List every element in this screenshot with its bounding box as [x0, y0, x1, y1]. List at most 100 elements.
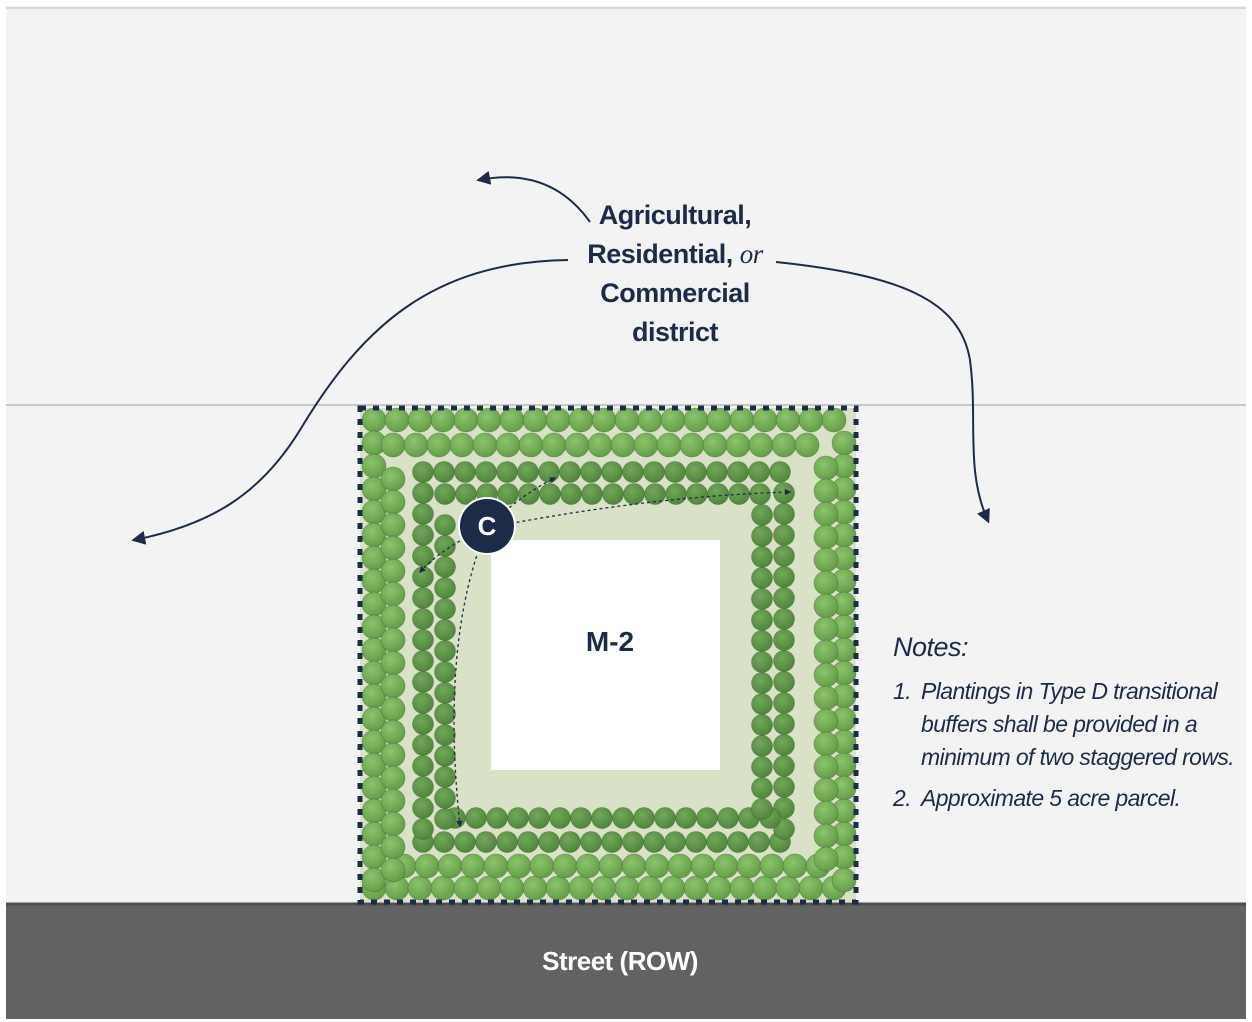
tree — [380, 834, 406, 860]
tree — [545, 875, 571, 901]
tree — [453, 875, 479, 901]
tree — [643, 461, 665, 483]
tree — [434, 703, 456, 725]
tree — [775, 407, 801, 433]
tree — [433, 461, 455, 483]
tree — [559, 831, 581, 853]
tree — [483, 853, 509, 879]
tree — [380, 765, 406, 791]
tree — [407, 875, 433, 901]
tree — [380, 558, 406, 584]
tree — [412, 755, 434, 777]
tree — [434, 514, 456, 536]
tree — [434, 682, 456, 704]
tree — [773, 692, 795, 714]
tree — [660, 407, 686, 433]
tree — [798, 875, 824, 901]
note-text: Approximate 5 acre parcel. — [921, 785, 1181, 811]
buffer-width-arrow-east — [486, 488, 792, 529]
note-item: 1. Plantings in Type D transitional buff… — [893, 675, 1243, 774]
note-item: 2. Approximate 5 acre parcel. — [893, 782, 1243, 815]
tree — [813, 846, 839, 872]
tree — [623, 483, 645, 505]
tree — [633, 807, 655, 829]
tree — [751, 546, 773, 568]
tree — [434, 556, 456, 578]
tree — [621, 853, 647, 879]
tree — [813, 616, 839, 642]
tree — [751, 504, 773, 526]
tree — [736, 853, 762, 879]
tree — [529, 853, 555, 879]
tree — [430, 407, 456, 433]
tree — [751, 609, 773, 631]
tree — [434, 661, 456, 683]
tree — [702, 432, 728, 458]
tree — [412, 608, 434, 630]
tree — [612, 807, 634, 829]
tree — [713, 853, 739, 879]
tree — [773, 713, 795, 735]
tree — [380, 742, 406, 768]
buffer-width-arrow-south — [453, 527, 488, 828]
tree — [522, 407, 548, 433]
tree — [517, 461, 539, 483]
tree — [813, 570, 839, 596]
tree — [587, 432, 613, 458]
tree — [380, 811, 406, 837]
tree — [412, 734, 434, 756]
tree — [499, 875, 525, 901]
tree — [384, 407, 410, 433]
tree — [614, 407, 640, 433]
tree — [751, 735, 773, 757]
tree — [773, 566, 795, 588]
tree — [771, 432, 797, 458]
tree — [434, 619, 456, 641]
tree — [633, 432, 659, 458]
tree — [679, 432, 705, 458]
adjacent-district-label: Agricultural, Residential, or Commercial… — [560, 196, 790, 352]
tree — [813, 478, 839, 504]
tree — [476, 875, 502, 901]
tree — [686, 483, 708, 505]
tree — [380, 627, 406, 653]
tree — [412, 671, 434, 693]
tree — [751, 714, 773, 736]
tree — [751, 525, 773, 547]
tree — [380, 432, 406, 458]
tree — [717, 807, 739, 829]
tree — [601, 831, 623, 853]
tree — [591, 807, 613, 829]
tree — [412, 650, 434, 672]
tree — [522, 875, 548, 901]
street-row — [6, 904, 1246, 1019]
tree — [773, 524, 795, 546]
tree — [495, 432, 521, 458]
tree — [729, 407, 755, 433]
tree — [598, 853, 624, 879]
tree — [591, 875, 617, 901]
tree — [559, 461, 581, 483]
tree — [412, 566, 434, 588]
tree — [782, 853, 808, 879]
tree — [752, 875, 778, 901]
tree — [403, 432, 429, 458]
tree — [622, 831, 644, 853]
tree — [654, 807, 676, 829]
tree — [813, 800, 839, 826]
tree — [610, 432, 636, 458]
district-line-4: district — [631, 317, 719, 347]
tree — [570, 807, 592, 829]
tree — [660, 875, 686, 901]
tree — [775, 875, 801, 901]
tree — [380, 604, 406, 630]
tree — [549, 807, 571, 829]
tree — [706, 831, 728, 853]
tree — [434, 787, 456, 809]
tree — [564, 432, 590, 458]
tree — [380, 857, 406, 883]
tree — [769, 461, 791, 483]
tree — [813, 777, 839, 803]
tree — [476, 407, 502, 433]
tree — [813, 754, 839, 780]
